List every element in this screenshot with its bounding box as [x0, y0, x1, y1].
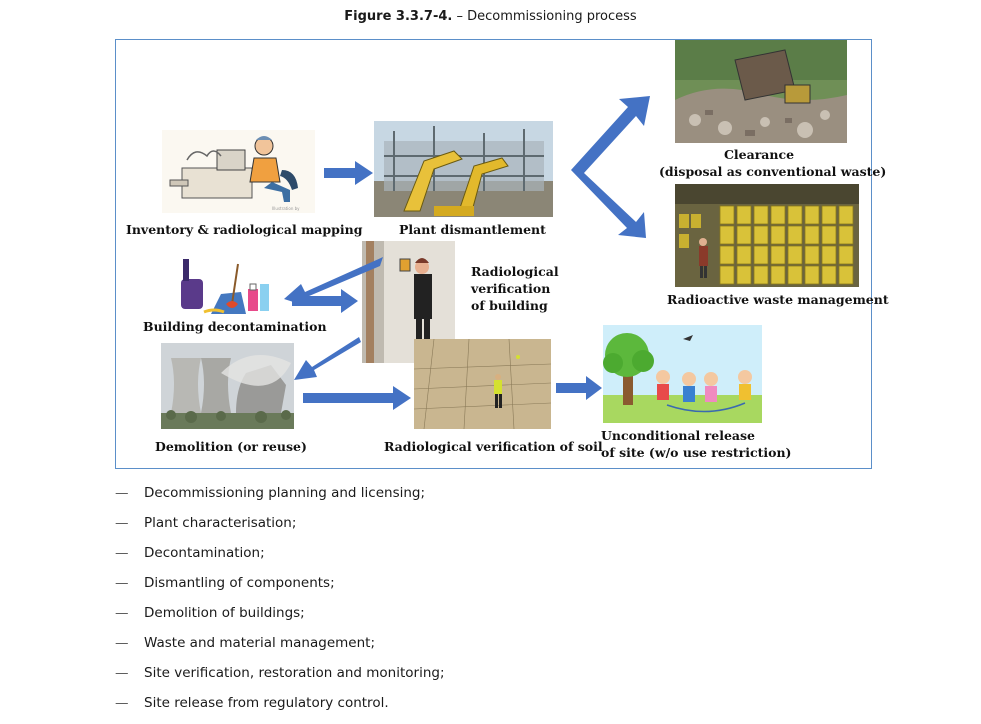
figure-caption: Figure 3.3.7-4. – Decommissioning proces…	[0, 9, 981, 24]
list-item-text: Site release from regulatory control.	[144, 695, 389, 711]
dash-bullet: —	[115, 634, 129, 652]
dash-bullet: —	[115, 574, 129, 592]
arrow-demolition-to-soil-verification	[303, 386, 411, 410]
label-clearance-line1: Clearance	[659, 146, 859, 163]
dash-bullet: —	[115, 544, 129, 562]
figure-title: – Decommissioning process	[456, 9, 636, 24]
decommissioning-steps-list: — Decommissioning planning and licensing;…	[115, 484, 445, 724]
list-item: — Site release from regulatory control.	[115, 694, 445, 724]
label-rvb-line2: verification	[471, 280, 559, 297]
list-item: — Site verification, restoration and moni…	[115, 664, 445, 694]
label-building-decontamination: Building decontamination	[143, 318, 327, 335]
list-item: — Waste and material management;	[115, 634, 445, 664]
decommissioning-figure: Illustration by	[115, 39, 872, 469]
process-arrows	[116, 40, 873, 470]
dash-bullet: —	[115, 484, 129, 502]
label-radioactive-waste-management: Radioactive waste management	[667, 291, 889, 308]
arrow-inventory-to-dismantlement	[324, 161, 373, 185]
list-item-text: Waste and material management;	[144, 635, 375, 651]
dash-bullet: —	[115, 604, 129, 622]
label-rvb-line3: of building	[471, 297, 559, 314]
list-item: — Plant characterisation;	[115, 514, 445, 544]
dash-bullet: —	[115, 664, 129, 682]
list-item: — Dismantling of components;	[115, 574, 445, 604]
label-inventory-mapping: Inventory & radiological mapping	[126, 221, 362, 238]
list-item-text: Site verification, restoration and monit…	[144, 665, 445, 681]
list-item: — Decontamination;	[115, 544, 445, 574]
list-item-text: Decommissioning planning and licensing;	[144, 485, 425, 501]
list-item-text: Dismantling of components;	[144, 575, 335, 591]
label-plant-dismantlement: Plant dismantlement	[399, 221, 546, 238]
label-release-line1: Unconditional release	[601, 427, 791, 444]
dash-bullet: —	[115, 514, 129, 532]
label-radiological-verification-building: Radiological verification of building	[471, 263, 559, 314]
label-radiological-verification-soil: Radiological verification of soil	[384, 438, 603, 455]
arrow-soil-to-unconditional-release	[556, 376, 602, 400]
dash-bullet: —	[115, 694, 129, 712]
label-rvb-line1: Radiological	[471, 263, 559, 280]
list-item: — Demolition of buildings;	[115, 604, 445, 634]
arrow-to-demolition	[294, 337, 361, 380]
label-clearance-line2: (disposal as conventional waste)	[659, 163, 859, 180]
figure-number: Figure 3.3.7-4.	[344, 9, 452, 24]
label-release-line2: of site (w/o use restriction)	[601, 444, 791, 461]
label-unconditional-release: Unconditional release of site (w/o use r…	[601, 427, 791, 461]
list-item-text: Plant characterisation;	[144, 515, 296, 531]
list-item: — Decommissioning planning and licensing;	[115, 484, 445, 514]
label-demolition: Demolition (or reuse)	[155, 438, 307, 455]
label-clearance: Clearance (disposal as conventional wast…	[659, 146, 859, 180]
list-item-text: Demolition of buildings;	[144, 605, 305, 621]
arrow-dismantlement-to-clearance-and-waste	[571, 96, 650, 238]
list-item-text: Decontamination;	[144, 545, 265, 561]
